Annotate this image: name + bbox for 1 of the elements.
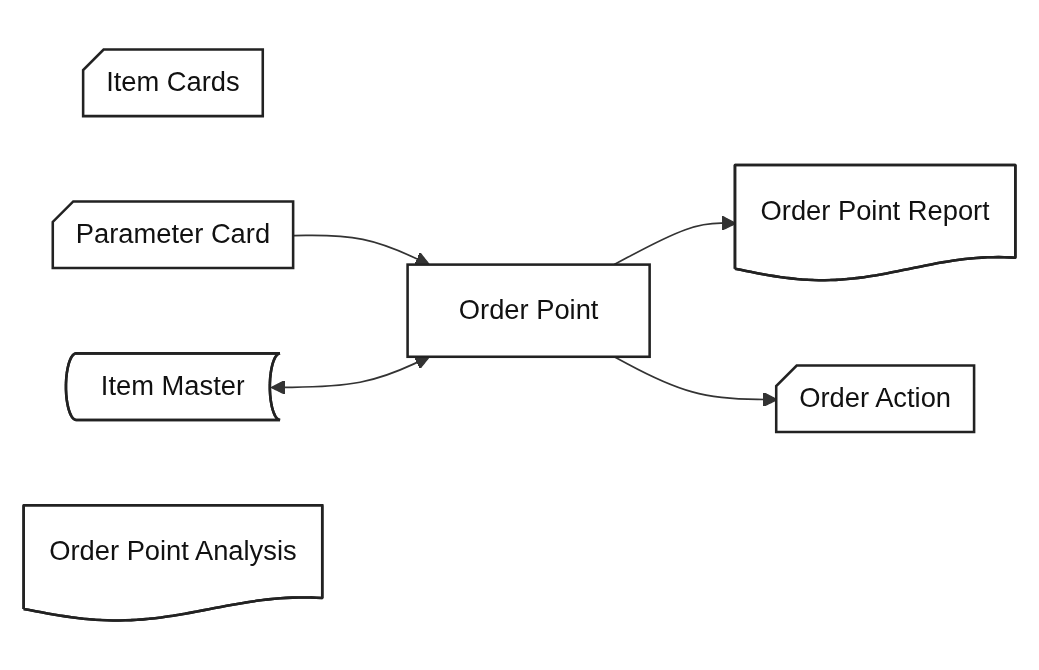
node-box: Order Point xyxy=(406,263,651,359)
